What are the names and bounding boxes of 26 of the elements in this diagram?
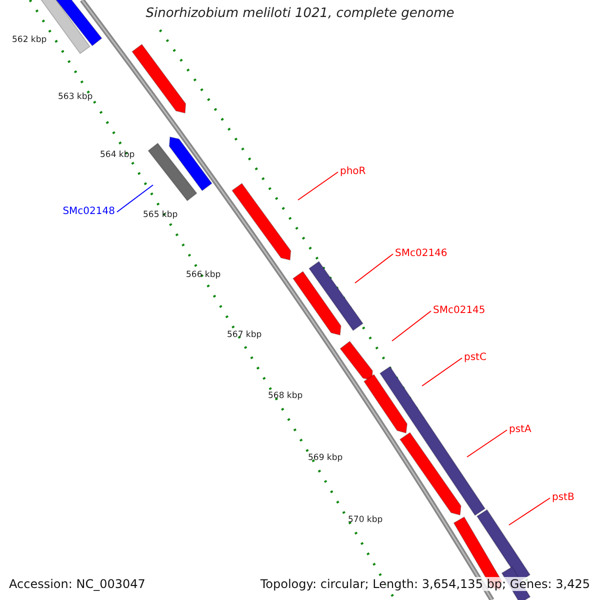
map-title: Sinorhizobium meliloti 1021, complete genome	[144, 6, 456, 21]
leader-line	[508, 498, 550, 526]
tick-label: 562 kbp	[12, 35, 47, 45]
gene-label: pstA	[509, 424, 532, 436]
tick-label: 567 kbp	[227, 330, 262, 340]
genome-info-text: Topology: circular; Length: 3,654,135 bp; Genes: 3,425	[260, 577, 590, 591]
gene-label: SMc02146	[395, 248, 448, 260]
leader-line	[354, 254, 394, 284]
tick-label: 568 kbp	[268, 391, 303, 401]
tick-label: 563 kbp	[58, 92, 93, 102]
tick-label: 570 kbp	[348, 515, 383, 525]
accession-text: Accession: NC_003047	[9, 577, 146, 591]
gene-label: SMc02145	[433, 305, 486, 317]
gene-label: pstB	[552, 492, 574, 504]
leader-line	[466, 430, 508, 458]
gene-label: SMc02148	[62, 206, 115, 218]
gene-label: pstC	[464, 352, 486, 364]
leader-line	[298, 172, 338, 200]
leader-line	[422, 358, 462, 386]
leader-line	[116, 184, 154, 212]
tick-label: 569 kbp	[308, 453, 343, 463]
gene-label: phoR	[340, 166, 366, 178]
tick-label: 566 kbp	[186, 270, 221, 280]
tick-label: 565 kbp	[143, 210, 178, 220]
leader-line	[392, 310, 432, 342]
tick-label: 564 kbp	[100, 150, 135, 160]
